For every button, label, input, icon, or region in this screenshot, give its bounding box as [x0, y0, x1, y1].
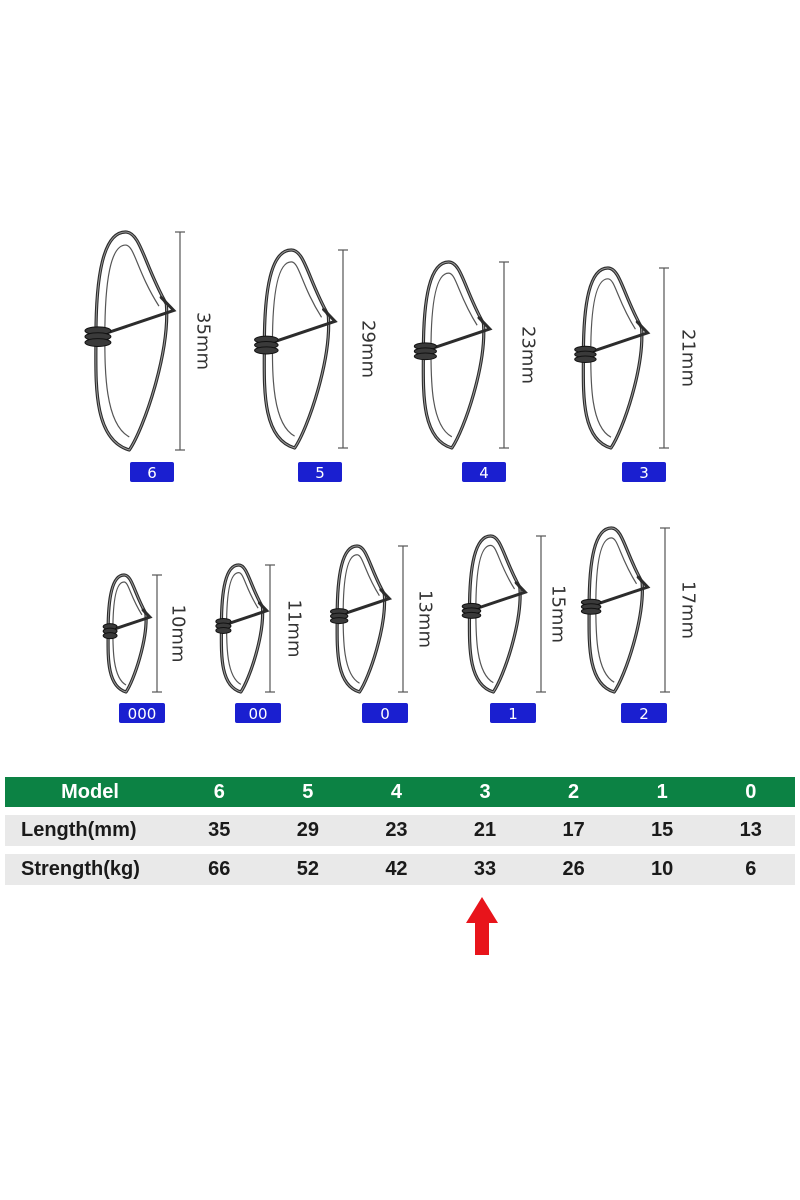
length-label: 35mm	[193, 312, 214, 370]
model-badge: 000	[119, 703, 165, 723]
snap-swivel-3	[574, 266, 651, 450]
strength-cell: 42	[385, 858, 408, 880]
model-badge-label: 3	[639, 464, 649, 482]
strength-cell: 52	[296, 858, 319, 880]
spec-table: Model 6 5 4 3 2 1 0 Length(mm) 35 29 23 …	[5, 777, 795, 885]
model-badge: 3	[622, 462, 666, 482]
snap-swivel-1	[461, 534, 528, 694]
length-row: Length(mm) 35 29 23 21 17 15 13	[5, 815, 795, 846]
snap-swivel-6	[84, 230, 177, 452]
dimension-bar	[536, 535, 546, 693]
dimension-bar	[398, 545, 408, 693]
length-cell: 29	[296, 819, 319, 841]
strength-cell: 66	[208, 858, 231, 880]
model-header: Model	[61, 780, 119, 803]
snap-swivel-00	[215, 563, 270, 694]
dimension-bar	[175, 231, 185, 451]
model-badge-label: 00	[248, 705, 267, 723]
model-badge: 2	[621, 703, 667, 723]
length-label: 15mm	[548, 585, 569, 643]
model-badge-label: 1	[508, 705, 518, 723]
model-cell: 0	[745, 780, 757, 803]
strength-cell: 33	[473, 858, 497, 880]
snap-swivel-2	[580, 526, 651, 694]
strength-cell: 10	[651, 858, 674, 880]
strength-label: Strength(kg)	[21, 858, 140, 880]
strength-cell: 6	[745, 858, 757, 880]
model-badge-label: 2	[639, 705, 649, 723]
model-badge-label: 6	[147, 464, 157, 482]
model-badge-label: 0	[380, 705, 390, 723]
dimension-bar	[499, 261, 509, 449]
model-badge: 0	[362, 703, 408, 723]
model-cell: 4	[390, 780, 402, 803]
snap-swivel-0	[329, 544, 393, 694]
length-cell: 21	[473, 819, 497, 841]
length-label: 13mm	[415, 590, 436, 648]
strength-row: Strength(kg) 66 52 42 33 26 10 6	[5, 854, 795, 885]
length-label: 17mm	[678, 581, 699, 639]
model-badge: 6	[130, 462, 174, 482]
snap-size-diagram: 35mm 6 29mm 5 23mm 4 21mm 3 10mm 000 11mm 00 13mm 0 15…	[84, 230, 699, 723]
length-cell: 23	[385, 819, 408, 841]
length-label: 29mm	[358, 320, 379, 378]
length-label: 21mm	[678, 329, 699, 387]
length-cell: 15	[651, 819, 674, 841]
snap-swivel-4	[413, 260, 493, 450]
model-cell: 5	[302, 780, 314, 803]
model-cell: 2	[568, 780, 580, 803]
model-badge-label: 5	[315, 464, 325, 482]
model-cell: 1	[656, 780, 668, 803]
dimension-bar	[152, 574, 162, 693]
dimension-bar	[659, 267, 669, 449]
dimension-bar	[660, 527, 670, 693]
model-badge: 00	[235, 703, 281, 723]
strength-cell: 26	[562, 858, 585, 880]
dimension-bar	[265, 564, 275, 693]
dimension-bar	[338, 249, 348, 449]
model-cell: 3	[479, 780, 491, 803]
length-label: 10mm	[168, 605, 189, 663]
model-badge-label: 000	[128, 705, 157, 723]
snap-swivel-000	[102, 573, 153, 694]
length-cell: 17	[562, 819, 585, 841]
snap-swivel-5	[254, 248, 338, 450]
length-label: 11mm	[284, 600, 305, 658]
length-label: 23mm	[518, 326, 539, 384]
length-cell: 13	[739, 819, 762, 841]
model-badge: 1	[490, 703, 536, 723]
model-badge: 5	[298, 462, 342, 482]
length-cell: 35	[208, 819, 231, 841]
model-badge: 4	[462, 462, 506, 482]
model-badge-label: 4	[479, 464, 489, 482]
up-arrow-icon	[466, 897, 498, 955]
table-header-row: Model 6 5 4 3 2 1 0	[5, 777, 795, 807]
length-label: Length(mm)	[21, 819, 137, 841]
model-cell: 6	[213, 780, 225, 803]
